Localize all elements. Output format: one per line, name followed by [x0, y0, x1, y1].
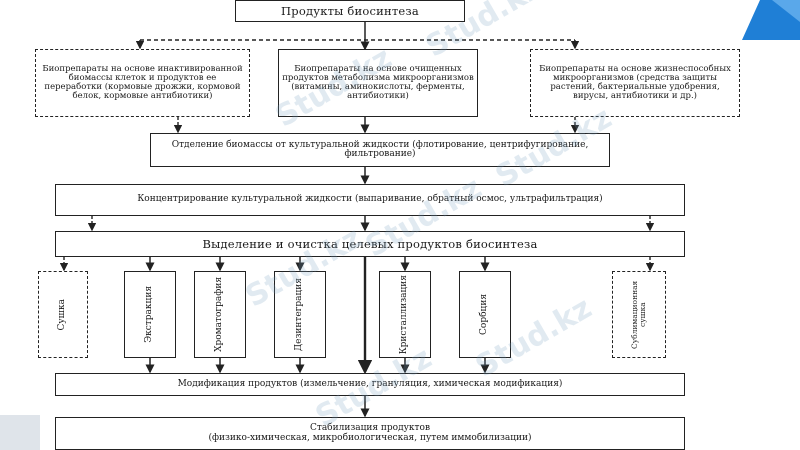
biomass-separation-label: Отделение биомассы от культуральной жидк… — [171, 139, 589, 159]
corner-accent-shape — [742, 0, 800, 40]
modification-label: Модификация продуктов (измельчение, гран… — [177, 378, 563, 389]
method-sorption-label: Сорбция — [479, 294, 490, 335]
stabilization-title: Стабилизация продуктов — [309, 423, 431, 434]
method-freeze-drying-box: Сублимационная сушка — [612, 271, 666, 358]
method-freeze-drying-label: Сублимационная сушка — [630, 280, 647, 349]
inactivated-biomass-box: Биопрепараты на основе инактивированной … — [35, 49, 250, 117]
viable-microorganisms-box: Биопрепараты на основе жизнеспособных ми… — [530, 49, 740, 117]
concentration-box: Концентрирование культуральной жидкости … — [55, 184, 685, 216]
biomass-separation-box: Отделение биомассы от культуральной жидк… — [150, 133, 610, 167]
method-drying-box: Сушка — [38, 271, 88, 358]
method-disintegration-label: Дезинтеграция — [294, 277, 305, 352]
method-disintegration-box: Дезинтеграция — [274, 271, 326, 358]
viable-microorganisms-label: Биопрепараты на основе жизнеспособных ми… — [539, 64, 731, 101]
purified-metabolites-label: Биопрепараты на основе очищенных продукт… — [282, 64, 474, 101]
method-sorption-box: Сорбция — [459, 271, 511, 358]
method-extraction-box: Экстракция — [124, 271, 176, 358]
stabilization-detail: (физико-химическая, микробиологическая, … — [208, 432, 532, 443]
corner-grey-shape — [0, 415, 40, 450]
concentration-label: Концентрирование культуральной жидкости … — [137, 194, 603, 205]
method-crystallization-label: Кристаллизация — [399, 274, 410, 355]
isolation-purification-label: Выделение и очистка целевых продуктов би… — [202, 236, 538, 251]
method-chromatography-box: Хроматография — [194, 271, 246, 358]
method-extraction-label: Экстракция — [144, 286, 155, 343]
method-drying-label: Сушка — [57, 298, 68, 331]
modification-box: Модификация продуктов (измельчение, гран… — [55, 373, 685, 396]
method-crystallization-box: Кристаллизация — [379, 271, 431, 358]
isolation-purification-box: Выделение и очистка целевых продуктов би… — [55, 231, 685, 257]
stabilization-box: Стабилизация продуктов (физико-химическа… — [55, 417, 685, 450]
inactivated-biomass-label: Биопрепараты на основе инактивированной … — [42, 64, 243, 101]
method-chromatography-label: Хроматография — [214, 277, 225, 352]
purified-metabolites-box: Биопрепараты на основе очищенных продукт… — [278, 49, 478, 117]
biosynthesis-products-box: Продукты биосинтеза — [235, 0, 465, 22]
biosynthesis-products-label: Продукты биосинтеза — [281, 3, 419, 18]
